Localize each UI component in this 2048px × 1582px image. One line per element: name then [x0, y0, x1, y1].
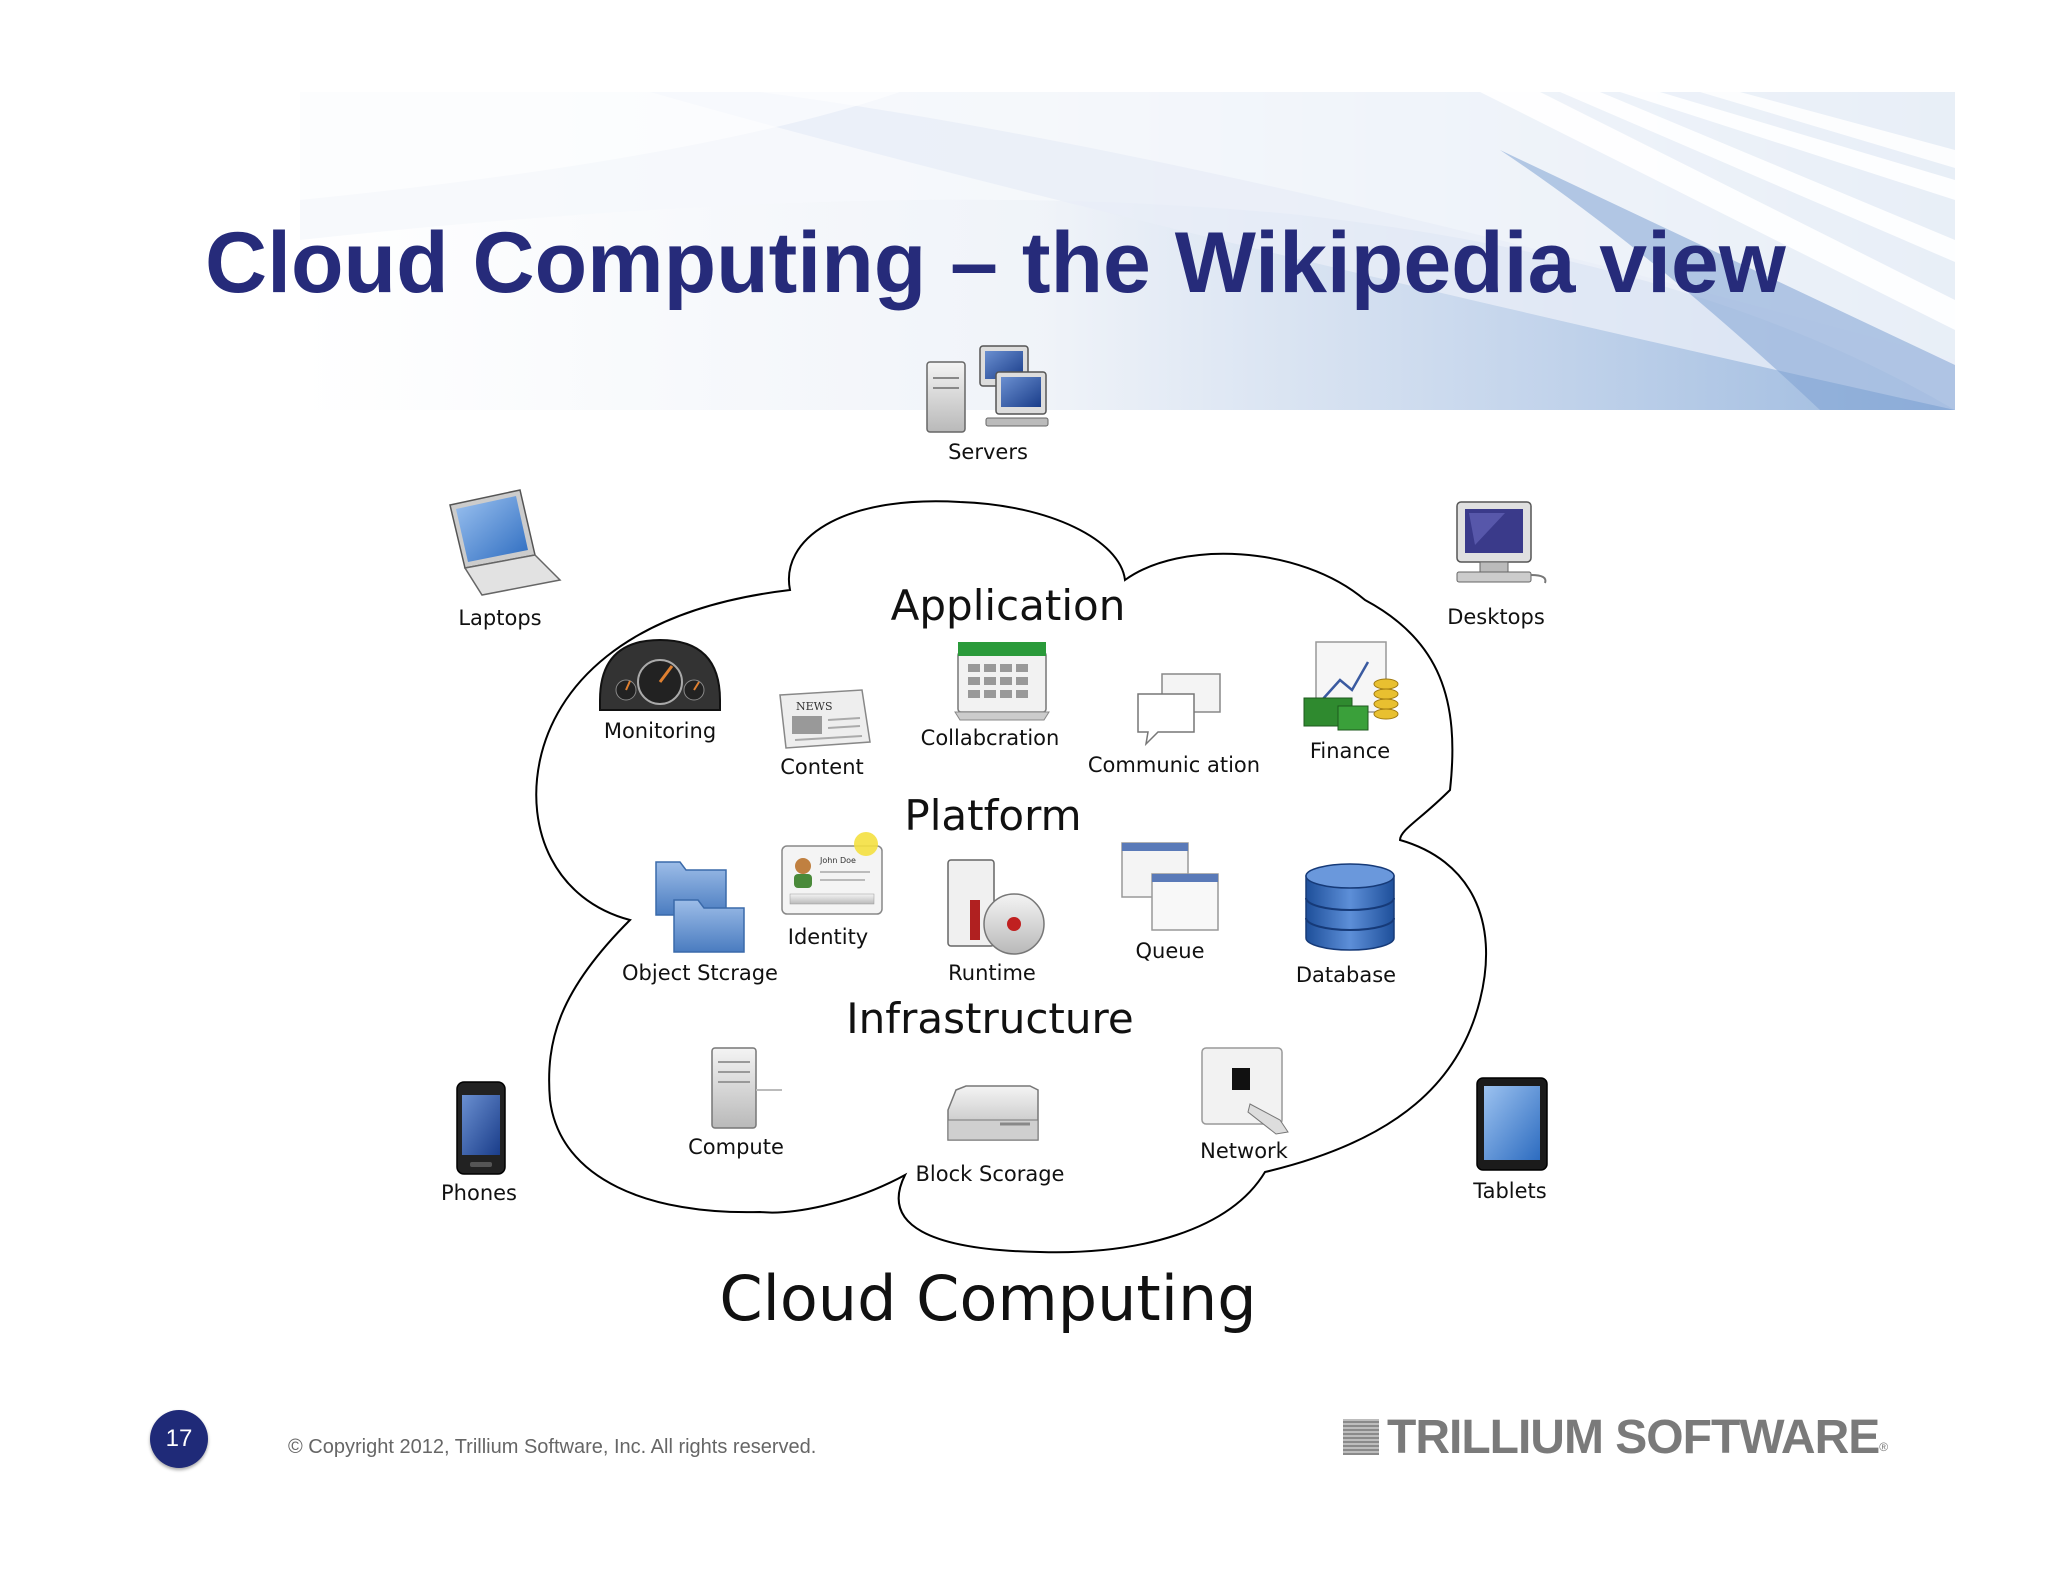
logo-registered-mark: ® — [1879, 1440, 1889, 1454]
runtime-icon — [947, 859, 1045, 955]
desktops-label: Desktops — [1447, 605, 1545, 629]
monitoring-icon — [599, 638, 721, 711]
servers-icon — [926, 345, 1049, 433]
communication-label: Communic ation — [1088, 753, 1260, 777]
finance-icon — [1303, 641, 1399, 731]
queue-label: Queue — [1136, 939, 1205, 963]
infrastructure-layer-label: Infrastructure — [846, 994, 1133, 1043]
network-icon — [1201, 1047, 1289, 1135]
network-label: Network — [1200, 1139, 1289, 1163]
slide-title: Cloud Computing – the Wikipedia view — [205, 215, 1786, 311]
laptop-icon — [449, 489, 562, 596]
identity-label: Identity — [788, 925, 868, 949]
phone-icon — [456, 1081, 506, 1175]
cloud-computing-label: Cloud Computing — [719, 1262, 1256, 1335]
compute-label: Compute — [688, 1135, 784, 1159]
news-icon: NEWS — [779, 689, 871, 749]
monitoring-label: Monitoring — [604, 719, 716, 743]
page-number-badge: 17 — [150, 1410, 208, 1468]
collaboration-label: Collabcration — [921, 726, 1060, 750]
identity-card-icon: John Doe — [781, 832, 883, 915]
block-storage-label: Block Scorage — [916, 1162, 1065, 1186]
copyright-notice: © Copyright 2012, Trillium Software, Inc… — [288, 1436, 817, 1458]
laptops-label: Laptops — [458, 606, 541, 630]
identity-card-text: John Doe — [819, 856, 856, 865]
runtime-label: Runtime — [948, 961, 1036, 985]
header-banner — [300, 92, 1955, 410]
hard-disk-icon — [947, 1085, 1039, 1141]
application-layer-label: Application — [891, 581, 1126, 630]
tablets-label: Tablets — [1472, 1179, 1546, 1203]
news-icon-text: NEWS — [796, 700, 833, 713]
finance-label: Finance — [1310, 739, 1390, 763]
chat-bubbles-icon — [1137, 673, 1221, 747]
trillium-logo-mark-icon — [1343, 1419, 1379, 1455]
desktop-icon — [1456, 501, 1547, 584]
tablet-icon — [1476, 1077, 1548, 1171]
queue-icon — [1121, 842, 1219, 931]
phones-label: Phones — [441, 1181, 517, 1205]
database-label: Database — [1296, 963, 1396, 987]
calendar-icon — [954, 642, 1050, 721]
compute-icon — [711, 1047, 782, 1129]
content-label: Content — [780, 755, 864, 779]
servers-label: Servers — [948, 440, 1028, 464]
folder-icon — [655, 861, 745, 953]
logo-text: TRILLIUM SOFTWARE — [1387, 1410, 1880, 1464]
object-storage-label: Object Stcrage — [622, 961, 778, 985]
database-icon — [1305, 863, 1395, 951]
trillium-logo: TRILLIUM SOFTWARE ® — [1343, 1410, 1889, 1464]
platform-layer-label: Platform — [904, 791, 1081, 840]
